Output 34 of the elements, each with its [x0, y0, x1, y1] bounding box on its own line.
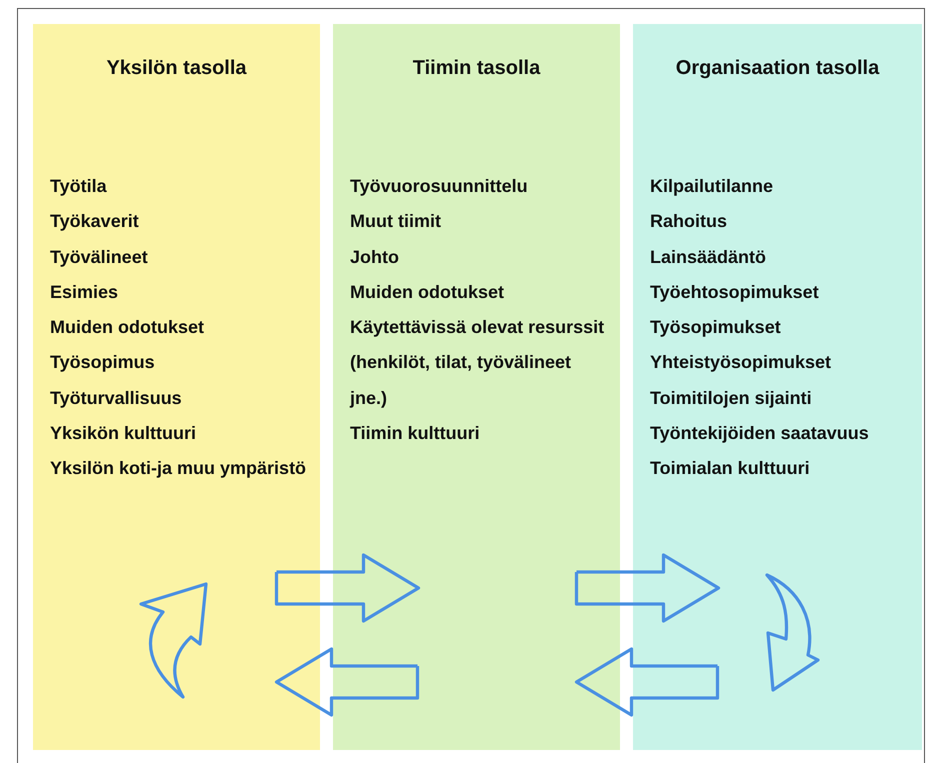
list-item: Työehtosopimukset — [650, 280, 820, 304]
column-panel — [633, 24, 922, 750]
list-item: Esimies — [50, 280, 120, 304]
list-item: Työkaverit — [50, 210, 140, 234]
list-item: Tiimin kulttuuri — [350, 422, 481, 446]
list-item: Työvuorosuunnittelu — [350, 175, 529, 198]
list-item: Yhteistyösopimukset — [650, 351, 832, 374]
column-panel — [33, 24, 320, 750]
list-item: Yksikön kulttuuri — [50, 422, 198, 446]
list-item: Käytettävissä olevat resurssit (henkilöt, tilat, työvälineet jne.) — [350, 316, 606, 410]
list-item: Työtila — [50, 175, 108, 198]
list-item: Muiden odotukset — [50, 316, 205, 340]
block-arrow — [274, 553, 420, 623]
block-arrow — [574, 553, 720, 623]
list-item: Kilpailutilanne — [650, 175, 774, 198]
list-item: Työvälineet — [50, 246, 149, 269]
list-item: Johto — [350, 246, 400, 269]
column-panel — [333, 24, 620, 750]
block-arrow — [274, 647, 420, 717]
list-item: Muiden odotukset — [350, 280, 505, 304]
list-item: Toimitilojen sijainti — [650, 386, 813, 410]
list-item: Työsopimukset — [650, 316, 782, 340]
list-item: Lainsäädäntö — [650, 246, 768, 269]
list-item: Muut tiimit — [350, 210, 442, 234]
block-arrow — [574, 647, 720, 717]
list-item: Rahoitus — [650, 210, 728, 234]
column-heading: Organisaation tasolla — [674, 56, 880, 81]
column-heading: Yksilön tasolla — [105, 56, 248, 81]
list-item: Yksilön koti-ja muu ympäristö — [50, 457, 308, 480]
list-item: Työsopimus — [50, 351, 156, 374]
list-item: Toimialan kulttuuri — [650, 457, 811, 480]
column-heading: Tiimin tasolla — [412, 56, 542, 81]
list-item: Työntekijöiden saatavuus — [650, 422, 870, 446]
list-item: Työturvallisuus — [50, 386, 183, 410]
